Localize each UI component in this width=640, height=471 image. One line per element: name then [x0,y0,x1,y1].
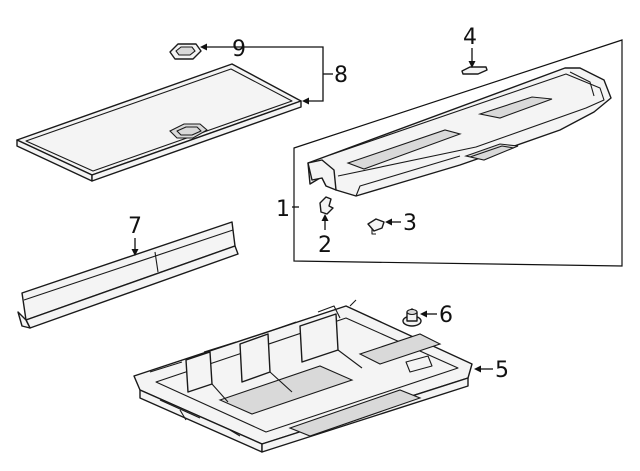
callout-label-2: 2 [318,233,332,258]
part-1-rear-trim-panel [307,67,612,197]
callout-label-5: 5 [495,358,509,383]
part-2-bracket [319,196,334,230]
part-9-handle [169,43,202,60]
part-7-sill-plate [17,221,239,329]
part-6-push-pin [402,308,437,327]
callout-label-4: 4 [463,25,477,50]
callout-8-9-bracket [200,43,333,105]
callout-label-3: 3 [403,211,417,236]
part-5-storage-tray [133,299,493,453]
callout-label-8: 8 [334,63,348,88]
callout-label-9: 9 [232,37,246,62]
part-3-fastener [367,218,401,235]
group-1-frame [293,39,623,267]
callout-label-6: 6 [439,303,453,328]
callout-label-7: 7 [128,214,142,239]
callout-label-1: 1 [276,197,290,222]
part-8-load-floor-panel [16,63,302,182]
part-4-clip [461,48,488,75]
